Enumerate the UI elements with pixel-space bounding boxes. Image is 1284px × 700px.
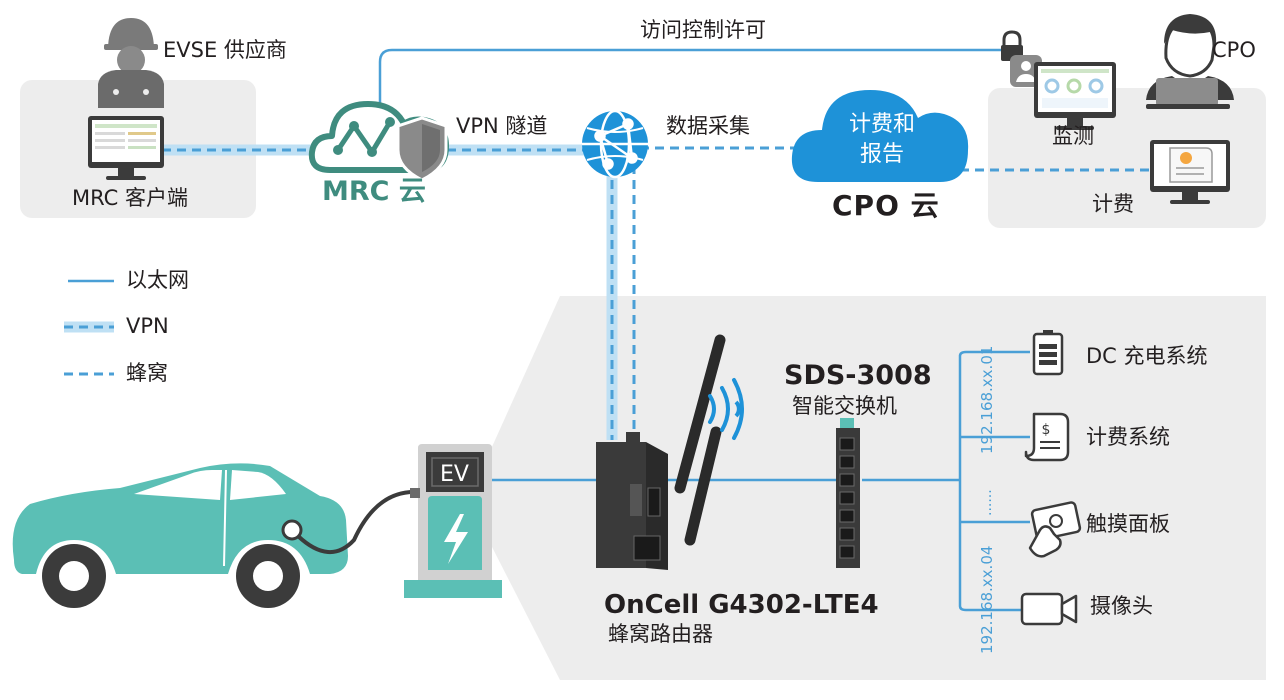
oncell-router-icon bbox=[596, 334, 744, 570]
vpn-tunnel-label: VPN 隧道 bbox=[456, 114, 548, 138]
mrc-client-monitor-icon bbox=[88, 116, 164, 180]
legend-lines bbox=[64, 279, 114, 376]
camera-icon bbox=[1020, 592, 1078, 626]
touch-panel-label: 触摸面板 bbox=[1086, 512, 1170, 536]
ev-charger-icon bbox=[404, 444, 502, 598]
legend-vpn-label: VPN bbox=[126, 314, 169, 338]
switch-desc-label: 智能交换机 bbox=[792, 394, 897, 418]
cpo-user-icon bbox=[1146, 14, 1234, 109]
access-control-line bbox=[378, 48, 1006, 120]
camera-label: 摄像头 bbox=[1090, 594, 1153, 618]
billing-monitor-icon bbox=[1150, 140, 1230, 204]
cpo-label: CPO bbox=[1212, 38, 1256, 62]
billing-label: 计费 bbox=[1092, 192, 1134, 216]
battery-icon bbox=[1032, 330, 1064, 376]
engineer-icon bbox=[98, 18, 164, 108]
receipt-icon: $ bbox=[1024, 412, 1070, 462]
mrc-cloud-icon bbox=[308, 101, 449, 182]
billing-system-label: 计费系统 bbox=[1086, 425, 1170, 449]
sds-switch-icon bbox=[836, 418, 860, 568]
mrc-client-label: MRC 客户端 bbox=[72, 186, 189, 210]
internet-globe-icon bbox=[582, 109, 648, 179]
evse-vendor-label: EVSE 供应商 bbox=[163, 38, 287, 62]
electric-car-icon bbox=[12, 463, 415, 608]
touch-panel-icon bbox=[1028, 501, 1082, 558]
svg-text:$: $ bbox=[1042, 422, 1051, 438]
cpo-cloud-label: CPO 云 bbox=[832, 189, 940, 222]
billing-report-label-line1: 计费和 bbox=[848, 112, 915, 137]
ip-ellipsis: ...... bbox=[979, 489, 995, 516]
ip-address-bottom: 192.168.xx.04 bbox=[978, 545, 996, 654]
dc-charging-label: DC 充电系统 bbox=[1086, 344, 1208, 368]
cellular-links bbox=[632, 146, 1150, 440]
router-model-label: OnCell G4302-LTE4 bbox=[604, 590, 879, 620]
legend-cellular-label: 蜂窝 bbox=[126, 361, 168, 385]
ethernet-links bbox=[492, 350, 1030, 612]
mrc-cloud-label: MRC 云 bbox=[322, 176, 426, 207]
cpo-cloud-icon bbox=[791, 90, 969, 182]
ip-address-top: 192.168.xx.01 bbox=[978, 345, 996, 454]
billing-report-label-line2: 报告 bbox=[859, 142, 904, 167]
access-control-label: 访问控制许可 bbox=[640, 18, 766, 42]
site-panel bbox=[468, 296, 1266, 680]
monitoring-label: 监测 bbox=[1052, 124, 1094, 148]
data-collection-label: 数据采集 bbox=[666, 114, 750, 138]
legend-ethernet-label: 以太网 bbox=[126, 268, 189, 292]
switch-model-label: SDS-3008 bbox=[784, 360, 932, 391]
monitoring-monitor-icon bbox=[1034, 62, 1116, 130]
ev-label: EV bbox=[440, 462, 469, 487]
router-desc-label: 蜂窝路由器 bbox=[608, 622, 713, 646]
